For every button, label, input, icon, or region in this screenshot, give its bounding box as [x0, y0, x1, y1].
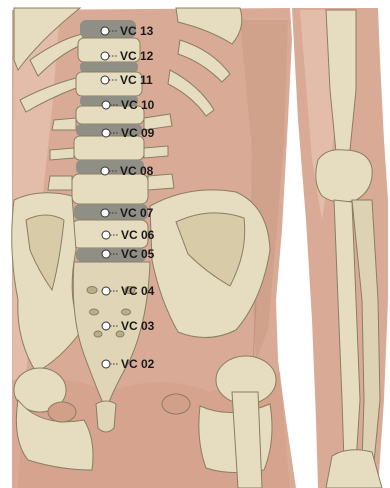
point-dot [101, 209, 109, 217]
point-label: VC 02 [121, 357, 155, 371]
point-label: VC 09 [121, 126, 155, 140]
point-dot [101, 52, 109, 60]
point-label: VC 11 [120, 73, 153, 87]
point-dot [101, 27, 109, 35]
point-label: VC 12 [120, 49, 154, 63]
point-label: VC 03 [121, 319, 155, 333]
point-dot [102, 129, 110, 137]
point-label: VC 07 [120, 206, 154, 220]
point-dot [101, 76, 109, 84]
point-dot [102, 322, 110, 330]
point-dot [102, 360, 110, 368]
point-label: VC 04 [121, 284, 155, 298]
point-label: VC 13 [120, 24, 154, 38]
point-label: VC 08 [120, 164, 154, 178]
point-label: VC 05 [121, 247, 155, 261]
point-dot [102, 287, 110, 295]
point-dot [102, 101, 110, 109]
point-dot [102, 250, 110, 258]
point-dot [102, 231, 110, 239]
point-label: VC 06 [121, 228, 155, 242]
point-label: VC 10 [121, 98, 155, 112]
point-dot [101, 167, 109, 175]
